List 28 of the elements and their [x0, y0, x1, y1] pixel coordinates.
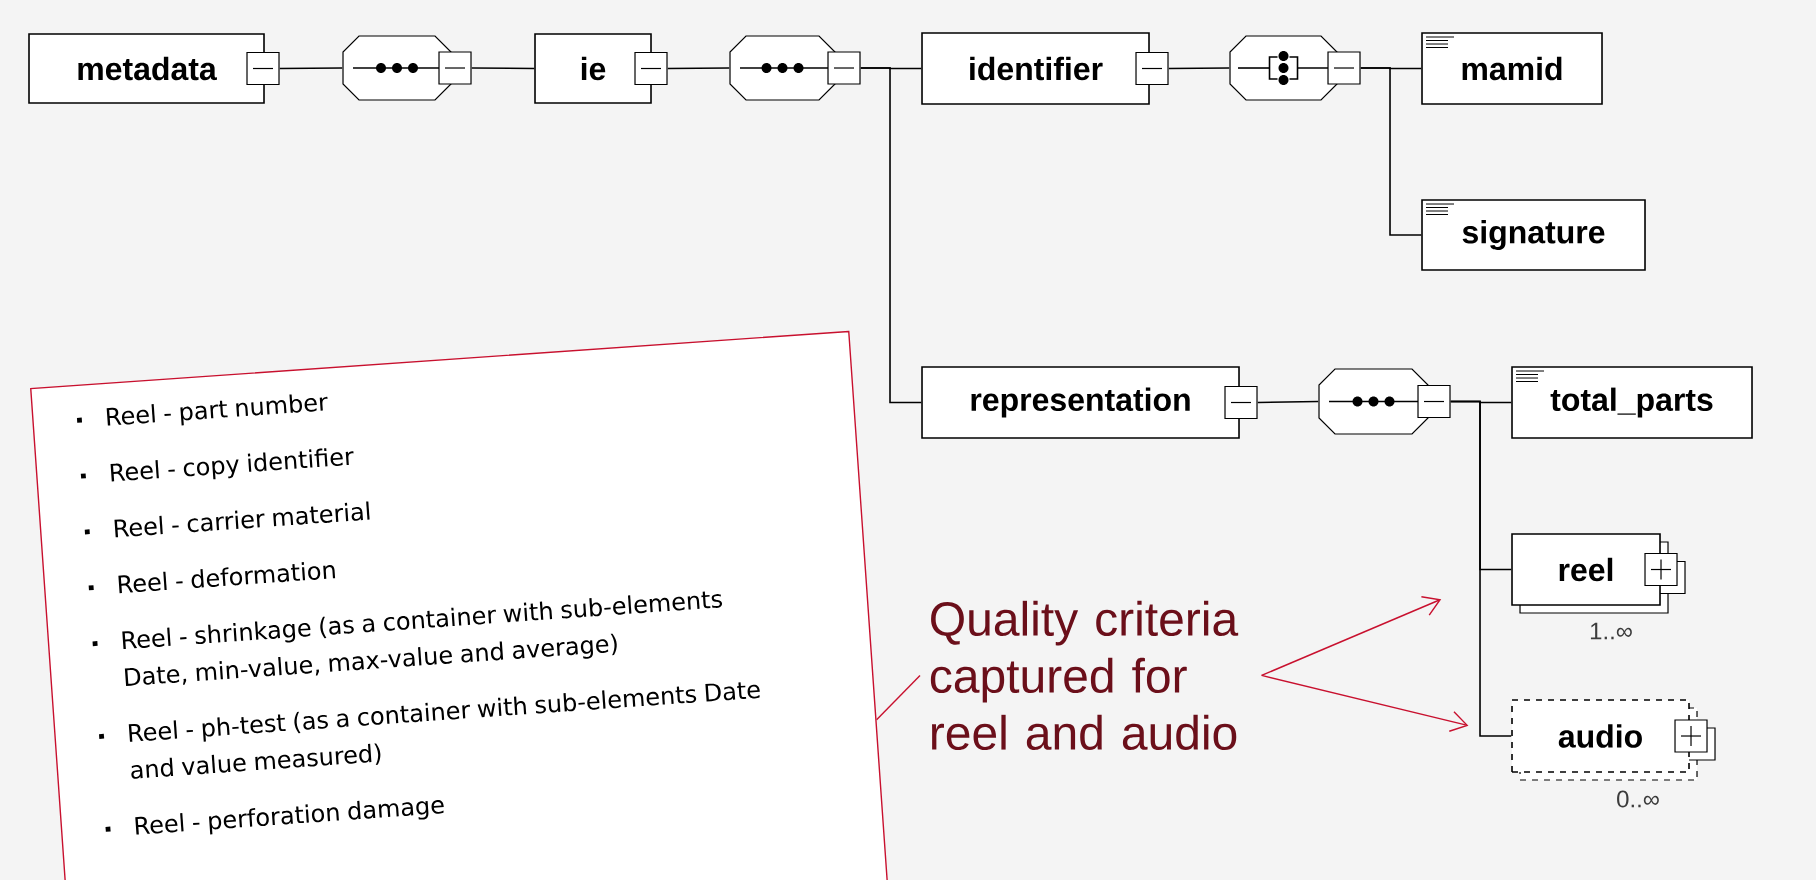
- cardinality-label: 1..∞: [1590, 622, 1632, 640]
- element-box: identifier: [921, 32, 1169, 105]
- compositor-symbol: [1229, 35, 1361, 101]
- callout-text: Quality criteria captured for reel and audio: [930, 600, 1239, 751]
- element-box: metadata: [28, 33, 280, 104]
- connector-line: [279, 67, 343, 70]
- compositor-symbol: [1318, 368, 1451, 435]
- connector-arrow: [1260, 596, 1442, 677]
- element-box: mamid: [1421, 32, 1603, 105]
- connector-arrow: [1260, 674, 1469, 732]
- cardinality-label: 0..∞: [1617, 790, 1659, 808]
- connector-line: [860, 67, 922, 404]
- element-box: signature: [1421, 199, 1646, 271]
- connector-line: [667, 67, 730, 70]
- compositor-symbol: [729, 35, 861, 101]
- element-box: representation: [921, 366, 1258, 439]
- connector-line: [1168, 67, 1230, 70]
- connector-line: [875, 674, 921, 721]
- compositor-symbol: [342, 35, 472, 101]
- element-box: reel: [1511, 533, 1686, 614]
- element-box: total_parts: [1511, 366, 1753, 439]
- connector-line: [1450, 400, 1512, 737]
- element-box: ie: [534, 33, 668, 104]
- note-box: Reel - part number Reel - copy identifier Reel - carrier material Reel - deformation Reel - shrinkage (as a container with sub-elements Date, min-value, max-value and average) Reel - ph-test (as a container with sub-elements Date and value measured) Reel - perforation damage: [30, 330, 920, 880]
- connector-line: [471, 67, 535, 70]
- connector-line: [1257, 400, 1319, 404]
- connector-line: [1360, 67, 1422, 236]
- element-box: audio: [1511, 699, 1716, 781]
